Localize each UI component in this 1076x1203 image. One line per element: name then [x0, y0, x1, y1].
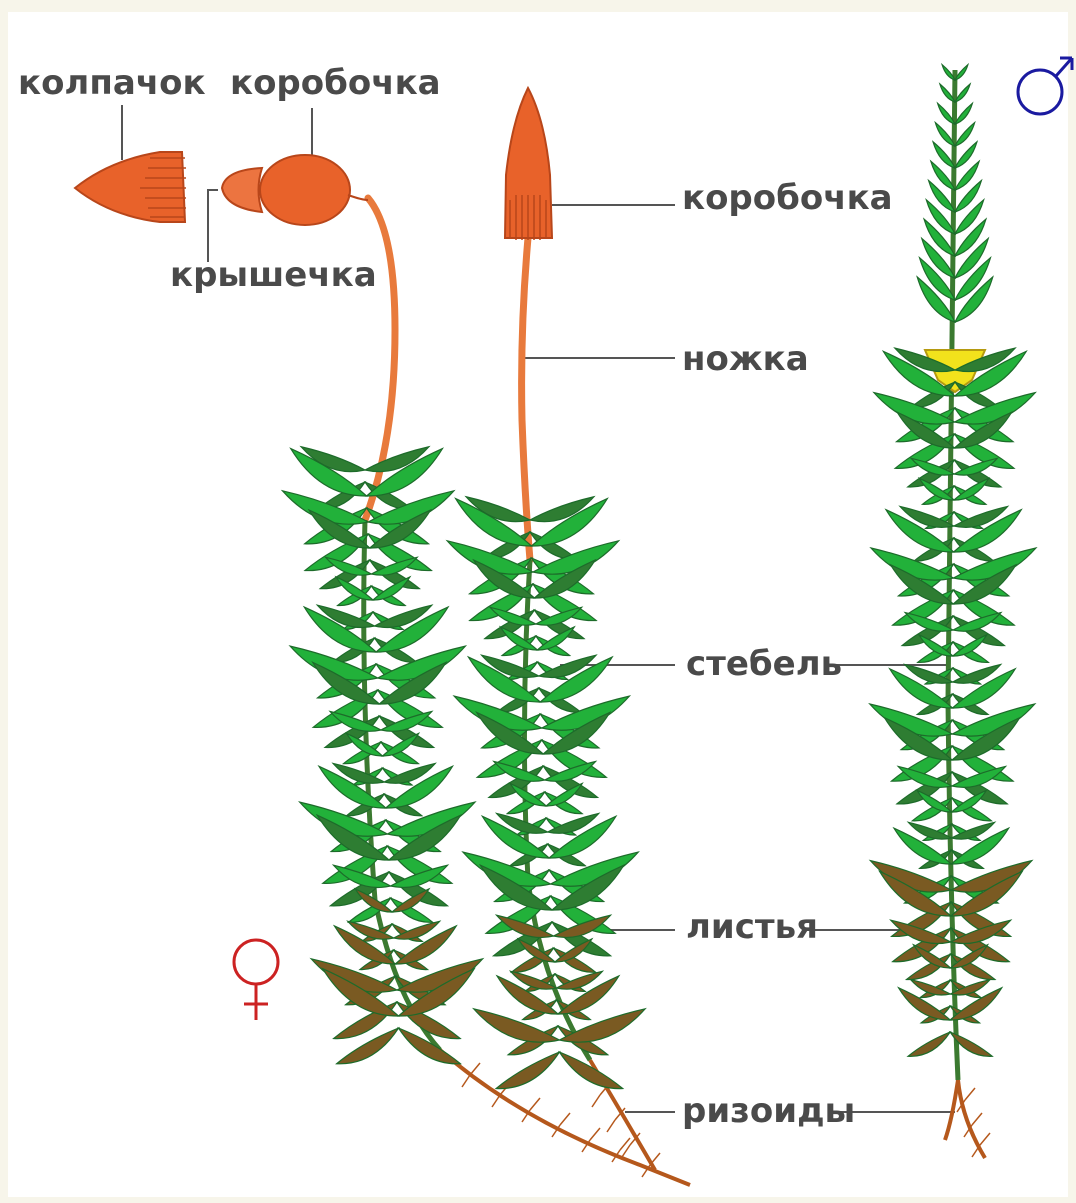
label-rizoidy: ризоиды	[682, 1094, 855, 1128]
seta-right	[522, 238, 530, 560]
rhizoid-hair	[492, 1095, 500, 1107]
rhizoid-hair	[560, 1113, 570, 1125]
rhizoid-hair	[972, 1113, 982, 1125]
leaf-male-top	[955, 142, 977, 168]
label-nozhka: ножка	[682, 342, 809, 376]
rhizoid-hair	[592, 1095, 600, 1107]
capsule-with-calyptra	[505, 88, 552, 240]
leaf-male	[908, 1032, 950, 1056]
label-listya: листья	[686, 910, 818, 944]
label-kolpachok: колпачок	[18, 66, 206, 100]
operculum	[222, 168, 262, 212]
male-symbol-icon	[1018, 58, 1072, 114]
leader-kryshechka	[208, 190, 218, 262]
leaf-male-top	[955, 123, 975, 146]
leaf-male	[955, 393, 1036, 424]
label-kryshechka: крышечка	[170, 258, 377, 292]
rhizoid-hair	[470, 1063, 480, 1075]
female-symbol-icon	[234, 940, 278, 1020]
leaf-female-right	[496, 1052, 559, 1089]
rhizoid-male-branch	[945, 1080, 958, 1140]
leaf-male-top	[955, 103, 972, 124]
calyptra-detached	[75, 152, 186, 222]
leaves-group	[283, 65, 1036, 1089]
rhizoid-hair	[980, 1133, 990, 1145]
rhizoid-hair	[607, 1120, 615, 1132]
label-korobochka-left: коробочка	[230, 66, 441, 100]
rhizoid-hair	[965, 1088, 975, 1100]
label-korobochka-right: коробочка	[682, 181, 893, 215]
rhizoid-hair	[530, 1098, 540, 1110]
label-stebel: стебель	[686, 647, 842, 681]
capsule-open	[222, 155, 368, 225]
rhizoid-hair	[462, 1075, 470, 1087]
rhizoid-hair	[650, 1153, 660, 1165]
rhizoid-hair	[590, 1128, 600, 1140]
